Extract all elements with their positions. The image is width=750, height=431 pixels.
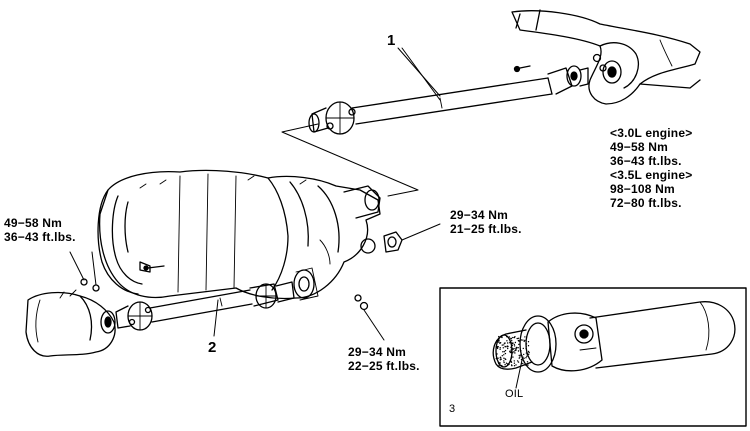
rear-flange-bolts (513, 53, 607, 73)
propeller-shaft-1 (308, 65, 589, 135)
propeller-shaft-2 (115, 281, 295, 331)
torque-spec-lower: 29−34 Nm 22−25 ft.lbs. (348, 345, 420, 373)
torque-rear-3-0-ftlbs: 36−43 ft.lbs. (610, 154, 682, 168)
torque-spec-rear: <3.0L engine> 49−58 Nm 36−43 ft.lbs. <3.… (610, 126, 692, 210)
guide-lines (281, 47, 441, 197)
torque-mid-nm: 29−34 Nm (450, 208, 508, 222)
torque-rear-3-5-header: <3.5L engine> (610, 168, 693, 182)
oil-stipple (495, 335, 530, 367)
mid-output-nut (360, 223, 441, 254)
rear-differential-housing (511, 9, 701, 105)
callout-2: 2 (208, 339, 217, 356)
transfer-case (97, 169, 381, 300)
callout-leaders (213, 47, 441, 337)
oil-leader (515, 359, 523, 389)
lower-bolt (354, 294, 385, 341)
torque-lower-ftlbs: 22−25 ft.lbs. (348, 359, 420, 373)
torque-rear-3-0-header: <3.0L engine> (610, 126, 693, 140)
torque-spec-mid: 29−34 Nm 21−25 ft.lbs. (450, 208, 522, 236)
torque-rear-3-0-nm: 49−58 Nm (610, 140, 668, 154)
oil-label: OIL (505, 388, 524, 400)
torque-spec-front: 49−58 Nm 36−43 ft.lbs. (4, 216, 76, 244)
front-differential (25, 289, 116, 357)
torque-mid-ftlbs: 21−25 ft.lbs. (450, 222, 522, 236)
torque-rear-3-5-nm: 98−108 Nm (610, 182, 675, 196)
callout-3: 3 (449, 403, 456, 415)
center-support-bearing (293, 267, 319, 301)
torque-front-nm: 49−58 Nm (4, 216, 62, 230)
torque-rear-3-5-ftlbs: 72−80 ft.lbs. (610, 196, 682, 210)
inset-box (439, 287, 747, 427)
torque-front-ftlbs: 36−43 ft.lbs. (4, 230, 76, 244)
callout-1: 1 (387, 32, 396, 49)
front-flange-bolts (69, 251, 100, 292)
torque-lower-nm: 29−34 Nm (348, 345, 406, 359)
